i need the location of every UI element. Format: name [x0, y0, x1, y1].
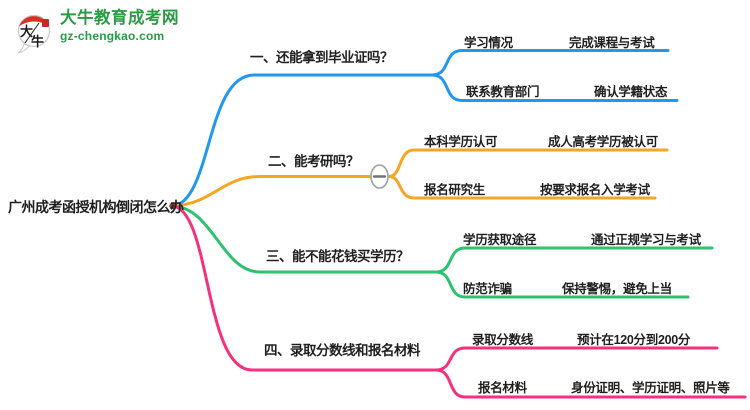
branch2-row2-line	[387, 175, 657, 200]
branch3-row2-line	[434, 270, 690, 299]
branch1-label[interactable]: 一、还能拿到毕业证吗？	[250, 50, 394, 65]
branch1-row1-line	[430, 49, 670, 77]
branch2-row1-detail[interactable]: 成人高考学历被认可	[548, 135, 658, 149]
branch4-row2-topic[interactable]: 报名材料	[478, 381, 527, 395]
branch1-row2-topic[interactable]: 联系教育部门	[466, 85, 540, 99]
branch4-row1-detail[interactable]: 预计在120分到200分	[577, 333, 691, 347]
branch3-main-line	[171, 204, 438, 274]
branch4-main-line	[171, 204, 438, 372]
logo-char-bottom: 牛	[31, 34, 44, 49]
root-anchor-dot	[169, 202, 176, 210]
logo-title: 大牛教育成考网	[60, 9, 179, 27]
branch4-row2-line	[434, 368, 747, 399]
branch1-row2-detail[interactable]: 确认学籍状态	[594, 85, 668, 99]
site-logo: 大 牛 大牛教育成考网 gz-chengkao.com	[14, 10, 179, 54]
branch1-main-line	[171, 73, 434, 208]
branch2-row1-line	[387, 148, 669, 178]
branch2-row1-topic[interactable]: 本科学历认可	[424, 135, 498, 149]
logo-char-top: 大	[20, 24, 33, 39]
logo-domain: gz-chengkao.com	[60, 28, 165, 43]
branch2-main-line	[171, 175, 372, 208]
branch3-row2-topic[interactable]: 防范诈骗	[463, 282, 512, 296]
root-topic[interactable]: 广州成考函授机构倒闭怎么办	[8, 199, 184, 215]
branch2-row2-detail[interactable]: 按要求报名入学考试	[540, 183, 650, 197]
branch3-label[interactable]: 三、能不能花钱买学历？	[266, 249, 410, 264]
branch3-row1-topic[interactable]: 学历获取途径	[463, 233, 537, 247]
branch1-row1-topic[interactable]: 学习情况	[464, 36, 513, 50]
branch1-row1-detail[interactable]: 完成课程与考试	[569, 36, 655, 50]
branch4-row1-line	[434, 346, 719, 372]
branch4-label[interactable]: 四、录取分数线和报名材料	[264, 343, 421, 358]
branch2-label[interactable]: 二、能考研吗？	[268, 154, 360, 169]
branch3-row1-detail[interactable]: 通过正规学习与考试	[591, 233, 701, 247]
branch3-row1-line	[434, 246, 714, 274]
branch2-row2-topic[interactable]: 报名研究生	[424, 183, 486, 197]
branch3-row2-detail[interactable]: 保持警惕，避免上当	[562, 282, 672, 296]
branch4-row1-topic[interactable]: 录取分数线	[472, 333, 534, 347]
branch1-row2-line	[430, 73, 679, 102]
logo-bubble-icon: 大 牛	[17, 14, 51, 54]
collapse-button[interactable]	[370, 164, 389, 189]
logo-seal-icon	[42, 19, 49, 27]
branch4-row2-detail[interactable]: 身份证明、学历证明、照片等	[571, 381, 730, 395]
